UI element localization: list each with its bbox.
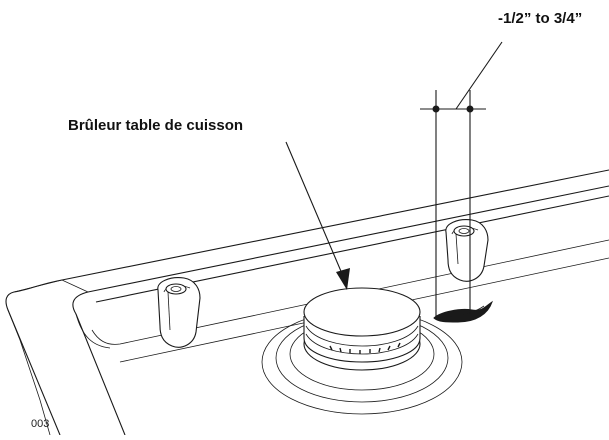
gap-dimension (420, 41, 503, 318)
burner-leader (285, 141, 350, 290)
gap-dimension-label: -1/2” to 3/4” (498, 10, 583, 27)
cooktop-frame (5, 169, 609, 436)
burner (261, 287, 463, 415)
left-grate-clip (157, 277, 201, 348)
figure-code: 003 (31, 418, 50, 430)
right-grate-clip (445, 219, 489, 282)
igniter-electrode (433, 300, 493, 323)
burner-label: Brûleur table de cuisson (68, 117, 244, 134)
